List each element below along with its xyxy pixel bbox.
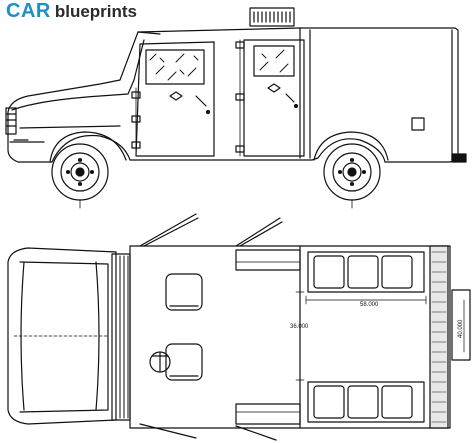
left-bench (307, 251, 425, 293)
compartment-door-emblem (267, 83, 281, 93)
body-top-outline (129, 245, 451, 429)
rear-left-mirror (235, 217, 281, 247)
left-side-door (235, 249, 301, 271)
cab-door (135, 41, 215, 157)
dimension-door-width: 40.000 (458, 319, 464, 338)
compartment-window (253, 45, 295, 77)
side-view (5, 7, 467, 209)
passenger-seat (165, 273, 203, 311)
roof-ac-unit (249, 7, 295, 27)
cab-window (145, 49, 205, 85)
right-bench (307, 381, 425, 423)
rear-step (451, 289, 471, 361)
cab-door-emblem (169, 91, 183, 101)
dimension-lines (295, 291, 465, 381)
right-side-door (235, 403, 301, 425)
front-wheel-arch (49, 131, 127, 163)
brand-logo: CAR blueprints (6, 0, 137, 24)
dimension-interior-length: 58.000 (360, 302, 379, 308)
side-compartment-door (243, 39, 305, 157)
dimension-interior-width: 36.000 (290, 324, 309, 330)
left-mirror-arm (139, 213, 197, 247)
rear-wall (429, 245, 449, 429)
brand-name-car: CAR (6, 0, 51, 22)
top-view (7, 213, 471, 441)
rear-panel (411, 117, 425, 131)
driver-seat (165, 343, 203, 381)
body-outline (7, 27, 459, 163)
rear-wheel-arch (313, 131, 389, 161)
rear-wheel (323, 143, 381, 209)
windshield-top (111, 253, 131, 421)
brand-name-blueprints: blueprints (54, 2, 138, 21)
grille (5, 107, 17, 135)
rear-bumper (451, 153, 467, 163)
front-wheel (51, 143, 109, 209)
right-mirror-arm (139, 423, 197, 439)
